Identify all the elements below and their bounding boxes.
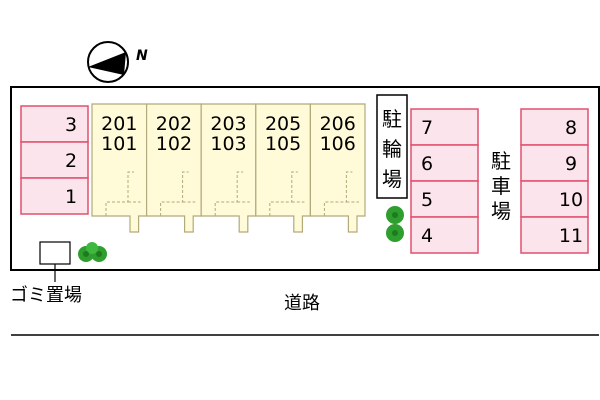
- unit-number-upper: 206: [320, 113, 356, 135]
- parking-right-space-number: 10: [559, 189, 583, 211]
- parking-middle-space-number: 6: [421, 153, 433, 175]
- compass-north-label: N: [136, 48, 148, 64]
- parking-middle-group: 7 6 5 4: [410, 108, 479, 254]
- unit-number-upper: 203: [210, 113, 246, 135]
- parking-left-space-number: 2: [65, 150, 77, 172]
- garbage-area-label: ゴミ置場: [10, 285, 82, 306]
- apartment-unit-block: [309, 103, 366, 233]
- parking-left-space-number: 1: [65, 186, 77, 208]
- unit-number-lower: 106: [320, 133, 356, 155]
- parking-middle-space: [410, 108, 479, 146]
- parking-left-space: [20, 177, 89, 215]
- road-label: 道路: [284, 293, 320, 314]
- unit-number-lower: 105: [265, 133, 301, 155]
- unit-number-lower: 101: [101, 133, 137, 155]
- tree-icon: [78, 242, 107, 262]
- parking-left-space-number: 3: [65, 114, 77, 136]
- parking-left-space: [20, 141, 89, 179]
- car-parking-char-3: 場: [491, 199, 511, 223]
- apartment-unit-interior: [269, 171, 305, 216]
- parking-right-space: [520, 144, 589, 182]
- parking-right-space-number: 8: [565, 117, 577, 139]
- parking-middle-space-number: 7: [421, 117, 433, 139]
- parking-right-group: 8 9 10 11: [520, 108, 589, 254]
- compass-icon: N: [87, 41, 148, 83]
- car-parking-char-2: 車: [491, 174, 511, 198]
- parking-middle-space-number: 4: [421, 225, 433, 247]
- parking-left-group: 3 2 1: [20, 105, 89, 215]
- parking-right-space-number: 11: [559, 225, 583, 247]
- parking-left-space: [20, 105, 89, 143]
- bicycle-parking-char-2: 輪: [382, 137, 402, 161]
- parking-middle-space-number: 5: [421, 189, 433, 211]
- parking-right-space-number: 9: [565, 153, 577, 175]
- bicycle-parking-char-3: 場: [382, 167, 402, 191]
- apartment-unit-interior: [105, 171, 141, 216]
- garbage-area: [39, 241, 71, 282]
- bicycle-parking: 駐 輪 場: [376, 94, 408, 199]
- unit-number-upper: 205: [265, 113, 301, 135]
- apartment-unit-interior: [323, 171, 359, 216]
- unit-number-upper: 201: [101, 113, 137, 135]
- parking-right-space: [520, 180, 589, 218]
- unit-number-lower: 102: [156, 133, 192, 155]
- unit-number-upper: 202: [156, 113, 192, 135]
- parking-middle-space: [410, 216, 479, 254]
- car-parking-char-1: 駐: [491, 149, 511, 173]
- apartment-unit-interior: [214, 171, 250, 216]
- car-parking-label: 駐 車 場: [491, 149, 511, 223]
- bicycle-parking-char-1: 駐: [382, 107, 402, 131]
- tree-icon: [386, 206, 404, 242]
- parking-right-space: [520, 108, 589, 146]
- parking-right-space: [520, 216, 589, 254]
- parking-middle-space: [410, 144, 479, 182]
- apartment-unit-interior: [160, 171, 196, 216]
- parking-middle-space: [410, 180, 479, 218]
- unit-number-lower: 103: [210, 133, 246, 155]
